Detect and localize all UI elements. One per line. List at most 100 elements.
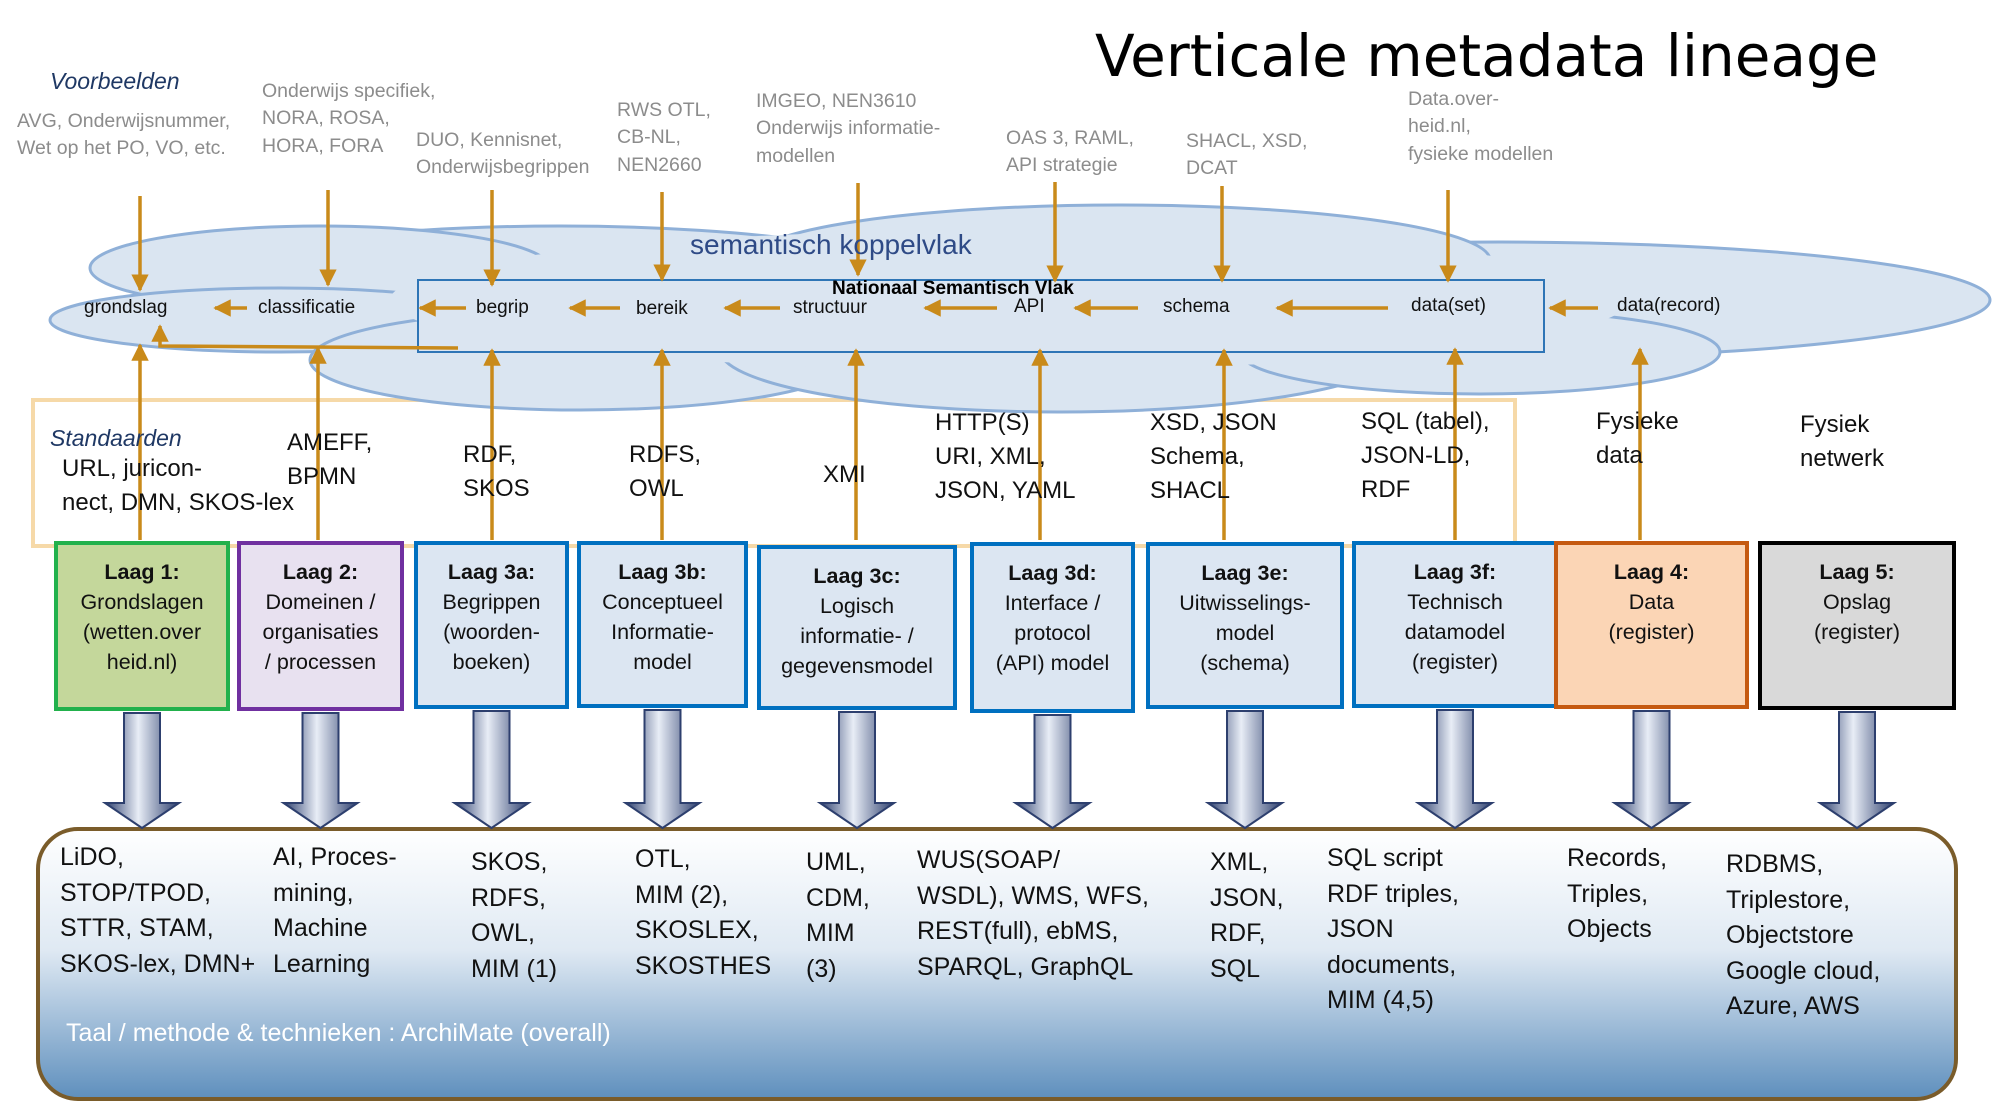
standaarden-frame [31,398,1517,548]
nsv-box [417,279,1545,353]
layer-desc-line: / processen [264,650,377,675]
standard-3: RDF, SKOS [463,441,530,503]
layer-desc-line: Begrippen [442,590,541,615]
layer-desc-line: Conceptueel [602,590,723,615]
technique-2: AI, Proces- mining, Machine Learning [273,843,397,978]
layer-10: Laag 5: Opslag (register) [1760,543,1954,708]
layer-desc-line: (register) [1608,620,1695,645]
example-7: SHACL, XSD, DCAT [1186,130,1308,180]
layer-box-4 [577,541,748,708]
layer-desc-line: Grondslagen [80,590,204,615]
layer-box-7 [1146,542,1344,709]
node-api: API [1014,296,1045,317]
technique-4: OTL, MIM (2), SKOSLEX, SKOSTHES [635,845,772,980]
example-5: IMGEO, NEN3610 Onderwijs informatie- mod… [756,90,941,167]
block-arrow-2 [280,712,361,830]
layer-name: Laag 2: [282,560,359,584]
layer-desc-line: (wetten.over [82,620,202,645]
block-arrow-5 [816,711,898,830]
standard-2: AMEFF, BPMN [287,429,373,491]
node-dataset: data(set) [1411,295,1486,316]
block-arrows [101,709,1898,830]
layer-9: Laag 4:Data(register) [1556,543,1747,707]
layer-desc-line: Informatie- [611,620,714,645]
layer-8: Laag 3f: Technisch datamodel (register) [1354,543,1556,706]
block-arrow-4 [622,709,703,830]
example-4: RWS OTL, CB-NL, NEN2660 [617,99,711,176]
standard-5: XMI [823,461,866,488]
standard-6: HTTP(S) URI, XML, JSON, YAML [935,409,1076,505]
layer-3: Laag 3a: Begrippen (woorden-boeken) [416,543,567,707]
taal-label: Taal / methode & technieken : ArchiMate … [66,1019,611,1047]
layer-desc-line: Uitwisselings- [1179,591,1311,616]
layer-name: Laag 3d: [1008,561,1097,585]
standards-label: Standaarden [50,425,182,451]
layer-name: Laag 3c: [813,564,901,588]
standard-9: Fysieke data [1596,408,1679,470]
block-arrow-7 [1204,710,1286,830]
block-arrow-1 [101,712,183,830]
lineage-arrows [131,182,1649,540]
diagram-title: Verticale metadata lineage [1095,22,1879,90]
layer-7: Laag 3e:Uitwisselings-model(schema) [1148,544,1342,707]
technique-5: UML, CDM, MIM (3) [806,848,870,983]
layer-box-9 [1554,541,1749,709]
standard-7: XSD, JSON Schema, SHACL [1150,409,1277,505]
layer-desc-line: Interface / [1004,591,1101,616]
layer-box-3 [414,541,569,709]
layer-name: Laag 3e: [1201,561,1289,585]
example-6: OAS 3, RAML, API strategie [1006,127,1134,177]
layer-name: Laag 3f: [1413,560,1497,584]
layer-desc-line: (API) model [995,651,1110,676]
layer-desc-line: (register) [1813,620,1900,645]
examples-label: Voorbeelden [50,68,180,94]
technique-6: WUS(SOAP/ WSDL), WMS, WFS, REST(full), e… [917,846,1149,981]
layer-desc-line: informatie- / [800,624,914,649]
node-datarecord: data(record) [1617,295,1721,316]
layer-desc-line: model [633,650,692,675]
layer-desc-line: datamodel [1404,620,1506,645]
node-classificatie: classificatie [258,297,356,318]
nsv-label: Nationaal Semantisch Vlak [832,278,1074,299]
layer-name: Laag 4: [1613,560,1690,584]
layer-name: Laag 5: [1819,560,1895,584]
layer-desc-line: gegevensmodel [781,654,933,679]
layer-desc-line: (register) [1411,650,1498,675]
block-arrow-9 [1611,710,1692,830]
standard-1: URL, juricon- nect, DMN, SKOS-lex [62,455,295,517]
layer-name: Laag 1: [104,560,180,584]
example-2: Onderwijs specifiek, NORA, ROSA, HORA, F… [262,80,436,157]
block-arrow-6 [1012,714,1093,830]
layer-desc-line: Domeinen / [265,590,376,615]
layer-box-5 [757,545,957,710]
layer-boxes [54,541,1956,713]
layer-box-2 [237,541,404,711]
koppelvlak-label: semantisch koppelvlak [690,229,972,260]
layer-desc-line: Opslag [1822,590,1892,615]
example-1: AVG, Onderwijsnummer, Wet op het PO, VO,… [17,110,231,160]
techniques-panel [36,827,1958,1101]
technique-10: RDBMS, Triplestore, Objectstore Google c… [1726,850,1881,1020]
layer-name: Laag 3a: [447,560,536,584]
node-grondslag: grondslag [84,297,168,318]
node-structuur: structuur [793,297,867,318]
layer-desc-line: model [1215,621,1275,646]
layer-box-10 [1758,541,1956,710]
layer-name: Laag 3b: [618,560,707,584]
layer-desc-line: boeken) [452,650,531,675]
block-arrow-3 [451,710,532,830]
layer-desc-line: Technisch [1407,590,1503,615]
technique-8: SQL script RDF triples, JSON documents, … [1327,844,1459,1014]
standard-8: SQL (tabel), JSON-LD, RDF [1361,408,1490,504]
layer-box-1 [54,541,230,711]
standard-10: Fysiek netwerk [1800,411,1885,473]
layer-box-6 [970,542,1135,713]
layer-2: Laag 2:Domeinen /organisaties/ processen [239,543,402,709]
layer-desc-line: (woorden- [443,620,540,645]
example-8: Data.over- heid.nl, fysieke modellen [1408,88,1554,165]
node-begrip: begrip [476,297,529,318]
